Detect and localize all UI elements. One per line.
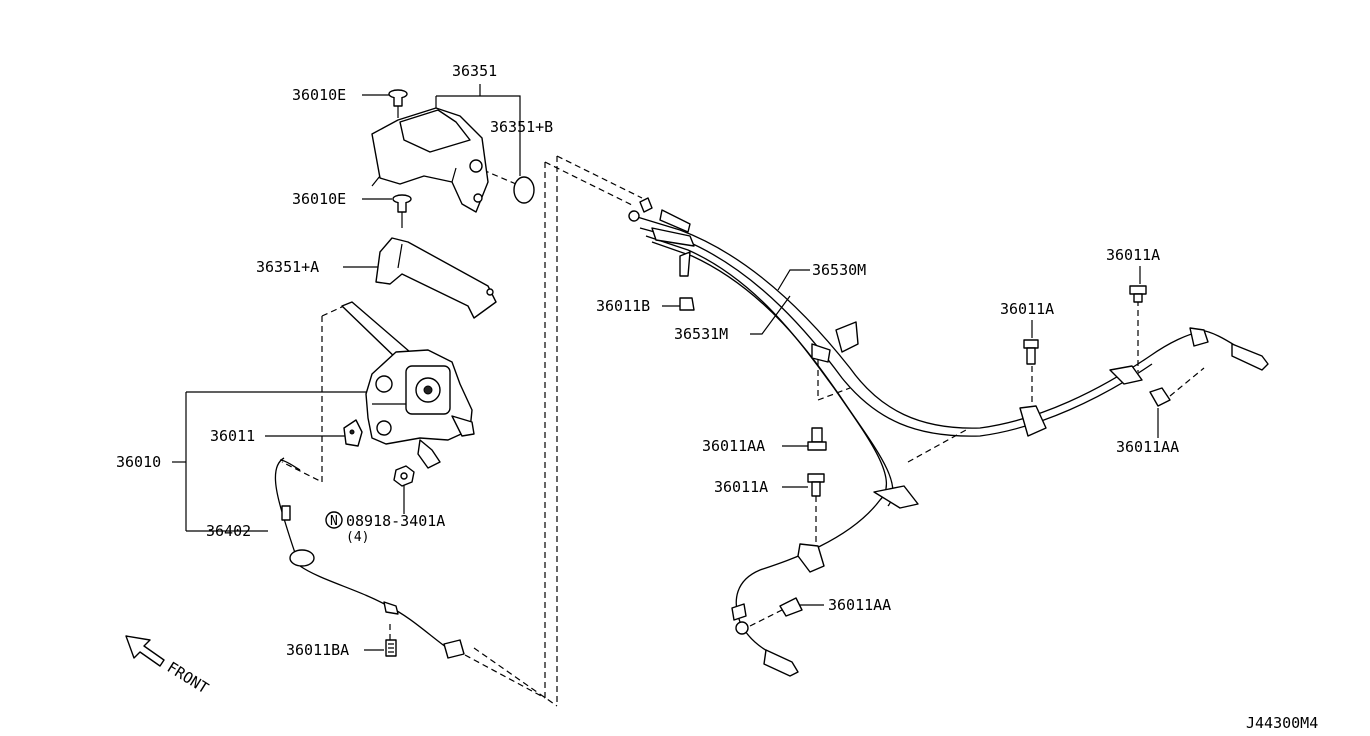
console-cover-part: [371, 107, 489, 213]
bolt-icon: [1023, 339, 1039, 365]
bolt-icon: [1149, 387, 1171, 407]
bolt-icon: [385, 639, 397, 657]
bracket-part: [343, 419, 363, 447]
label-36351b: 36351+B: [490, 118, 553, 136]
bolt-icon: [779, 597, 803, 617]
front-cable: [274, 457, 465, 659]
cap-plug-part: [513, 176, 535, 204]
diagram-code: J44300M4: [1246, 714, 1318, 732]
label-36531m: 36531M: [674, 325, 728, 343]
label-36011: 36011: [210, 427, 255, 445]
dashed-guide-lines: [281, 155, 1205, 707]
bolt-icon: [807, 473, 825, 497]
brake-lever-assembly: [341, 301, 475, 469]
label-36011aa-bottom: 36011AA: [828, 596, 891, 614]
label-36351: 36351: [452, 62, 497, 80]
label-36011a-right2: 36011A: [1106, 246, 1160, 264]
clip-icon: [392, 194, 412, 213]
label-36011aa-right: 36011AA: [1116, 438, 1179, 456]
label-08918: 08918-3401A: [346, 512, 445, 530]
front-arrow-icon: [125, 635, 165, 667]
clip-icon: [388, 89, 408, 107]
front-label: FRONT: [164, 658, 212, 697]
label-36010e-top: 36010E: [292, 86, 346, 104]
label-36011a-right1: 36011A: [1000, 300, 1054, 318]
bolt-icon: [679, 297, 695, 311]
part-labels: 36351 36010E 36351+B 36010E 36351+A 3601…: [116, 62, 1318, 732]
label-08918-qty: (4): [346, 530, 369, 545]
label-36530m: 36530M: [812, 261, 866, 279]
label-36010: 36010: [116, 453, 161, 471]
label-36402: 36402: [206, 522, 251, 540]
label-36351a: 36351+A: [256, 258, 319, 276]
label-36011aa-center: 36011AA: [702, 437, 765, 455]
rear-cables: [628, 197, 1269, 677]
n-circle-icon: [325, 511, 343, 529]
finisher-part: [375, 237, 497, 319]
label-36010e-mid: 36010E: [292, 190, 346, 208]
label-36011ba: 36011BA: [286, 641, 349, 659]
leader-lines: [172, 84, 1159, 651]
bolt-icon: [807, 427, 827, 451]
nut-icon: [393, 465, 415, 487]
bolt-icon: [1129, 285, 1147, 303]
label-08918-prefix: N: [330, 514, 338, 529]
label-36011a-center: 36011A: [714, 478, 768, 496]
label-36011b: 36011B: [596, 297, 650, 315]
